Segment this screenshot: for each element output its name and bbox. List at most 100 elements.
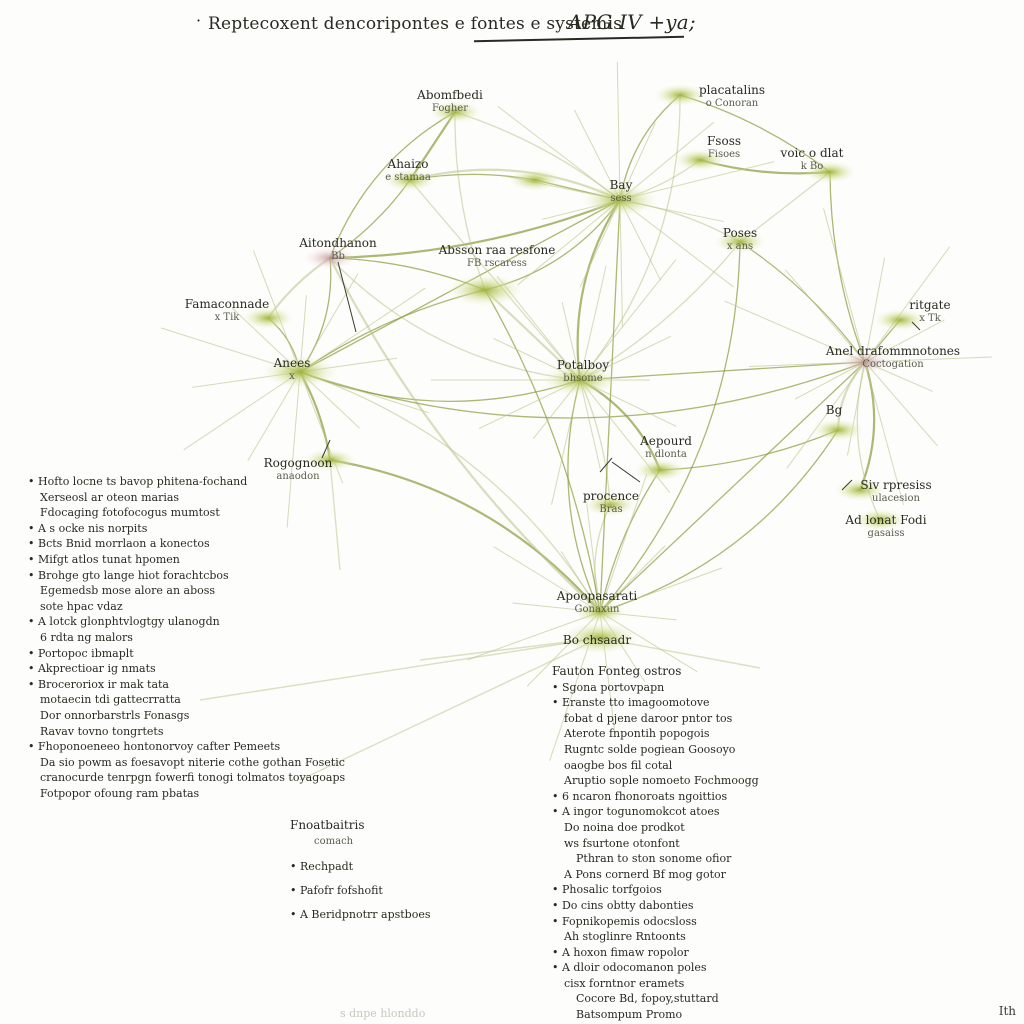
arrow-stub [321,439,331,459]
notes-right-item: A Pons cornerd Bf mog gotor [564,867,726,881]
notes-left-item: • Brohge gto lange hiot forachtcbos [28,568,229,582]
notes-bottom-left-items: • Rechpadt • Pafofr fofshofit • A Beridpno… [290,855,431,927]
notes-bottom-left-heading: Fnoatbaitris [290,818,365,832]
notes-right-item: Aruptio sople nomoeto Fochmoogg [564,774,759,788]
node-glow [262,356,338,388]
faint-footer-text: s dnpe hlonddo [340,1007,426,1020]
title-underline [474,35,684,43]
notes-right-items: • Sgona portovpapn• Eranste tto imagoomo… [552,680,759,1023]
radiating-spoke [286,371,301,528]
network-edge [484,289,601,613]
notes-left-item: motaecin tdi gattecrratta [40,693,181,707]
network-edge [299,289,486,373]
radiating-spoke [724,300,866,363]
diagram-title: · Reptecoxent dencoripontes e fontes e s… [196,8,756,43]
notes-left-item: sote hpac vdaz [40,599,123,613]
node-glow [384,169,436,191]
node-glow [634,459,686,481]
network-edge [829,171,866,363]
radiating-spoke [551,379,581,505]
network-edge [599,361,866,613]
arrow-stub [337,261,357,333]
node-label-bg: Bg [825,403,843,417]
node-glow [839,351,891,373]
radiating-spoke [599,611,698,673]
notes-left-item: • Mifgt atlos tunat hpomen [28,552,180,566]
radiating-spoke [616,62,621,201]
node-glow [874,309,926,331]
notes-right-item: oaogbe bos fil cotal [564,758,673,772]
notes-left-item: Dor onnorbarstrls Fonasgs [40,708,190,722]
radiating-spoke [619,199,734,288]
tail-spoke [299,637,601,781]
notes-bottom-left-item: • A Beridpnotrr apstboes [290,908,431,922]
node-glow [562,622,638,654]
notes-left-item: • Bcts Bnid morrlaon a konectos [28,537,210,551]
notes-right-item: • 6 ncaron fhonoroats ngoittios [552,789,728,803]
radiating-spoke [619,199,623,327]
arrow-stub [599,457,613,473]
node-glow [304,247,356,269]
arrow-stub-layer [321,261,921,491]
title-text: Reptecoxent dencoripontes e fontes e sys… [208,14,623,34]
radiating-spoke [497,105,621,201]
notes-right-heading: Fauton Fonteg ostros [552,664,682,678]
notes-left-item: Egemedsb mose alore an aboss [40,584,216,598]
node-label-bottom-core: Bo chsaadr [562,633,632,647]
notes-right-item: Cocore Bd, fopoy,stuttard [576,992,719,1006]
node-glow [574,601,626,623]
notes-right-item: Aterote fnpontih popogois [564,727,710,741]
notes-left-item: Ravav tovno tongrtets [40,724,164,738]
network-edge [329,198,621,260]
radiating-spoke [299,273,359,373]
node-glow [714,231,766,253]
notes-left-item: • A lotck glonphtvlogtgy ulanogdn [28,615,220,629]
radiating-spoke [599,567,723,613]
radiating-spoke [864,246,951,363]
notes-left-item: Da sio powm as foesavopt niterie cothe g… [40,755,345,769]
notes-bottom-left-item: • Pafofr fofshofit [290,884,383,898]
notes-bottom-left-item: • Rechpadt [290,860,354,874]
notes-right-item: • Fopnikopemis odocsloss [552,914,697,928]
notes-left-item: • Fhoponoeneeo hontonorvoy cafter Pemeet… [28,740,281,754]
node-glow [582,184,658,216]
arrow-stub [841,479,853,491]
network-edge [329,257,581,381]
node-glow [242,307,294,329]
title-bullet: · [196,11,202,30]
notes-bottom-left-sub: comach [314,835,354,847]
node-glow [304,449,356,471]
node-glow [447,274,523,306]
node-glow [654,84,706,106]
corner-mark: Ith [998,1004,1016,1018]
notes-left-item: • Portopoc ibmaplt [28,646,134,660]
notes-left-item: • Broceroriox ir mak tata [28,677,169,691]
radiating-spoke [493,546,601,613]
notes-bottom-left: Fnoatbaitris comach • Rechpadt • Pafofr f… [290,818,431,927]
notes-left-item: cranocurde tenrpgn fowerfi tonogi tolmat… [40,771,346,785]
radiating-spoke [784,269,866,363]
network-edge [579,94,681,381]
network-edge [579,241,741,381]
notes-right-item: • Do cins obtty dabonties [552,898,694,912]
radiating-spoke [599,545,666,613]
notes-right-item: fobat d pjene daroor pntor tos [564,711,733,725]
network-edge [599,241,741,613]
tail-spoke [199,637,601,701]
notes-right-item: Do noina doe prodkot [564,820,685,834]
node-glow [429,101,481,123]
node-glow [542,364,618,396]
node-glow [584,494,636,516]
notes-right-item: • A dloir odocomanon poles [552,961,707,975]
